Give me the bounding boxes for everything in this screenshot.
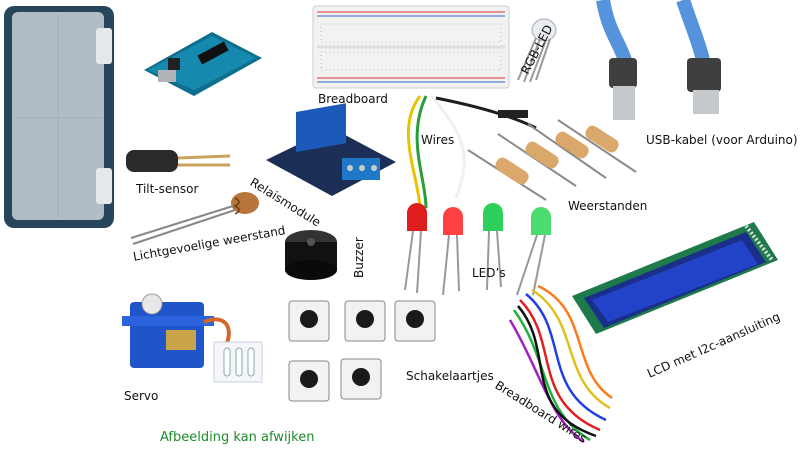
rgb-led-image (517, 18, 557, 83)
buzzer-label: Buzzer (352, 237, 366, 278)
leds-label: LED’s (472, 266, 506, 280)
breadboard-image (312, 5, 510, 89)
lcd-display-image (572, 222, 778, 334)
light-dependent-resistor-image (130, 192, 259, 245)
servo-label: Servo (124, 389, 159, 403)
image-disclaimer-note: Afbeelding kan afwijken (160, 430, 315, 445)
resistors-label: Weerstanden (568, 199, 648, 213)
breadboard-label: Breadboard (318, 92, 388, 106)
resistors-image (467, 119, 637, 201)
push-buttons-image (288, 300, 436, 402)
breadboard-wires-image (508, 284, 613, 444)
tilt-sensor-label: Tilt-sensor (136, 182, 199, 196)
usb-cable-label: USB-kabel (voor Arduino) (646, 133, 798, 147)
arduino-board-image (144, 32, 262, 96)
wires-label: Wires (421, 133, 455, 147)
buzzer-image (285, 230, 337, 280)
tilt-sensor-image (126, 150, 231, 172)
leds-image (404, 203, 551, 296)
relay-module-image (266, 103, 396, 196)
switches-label: Schakelaartjes (406, 369, 494, 383)
usb-cable-image (596, 0, 721, 120)
storage-box-image (4, 6, 114, 228)
servo-image (122, 293, 263, 383)
